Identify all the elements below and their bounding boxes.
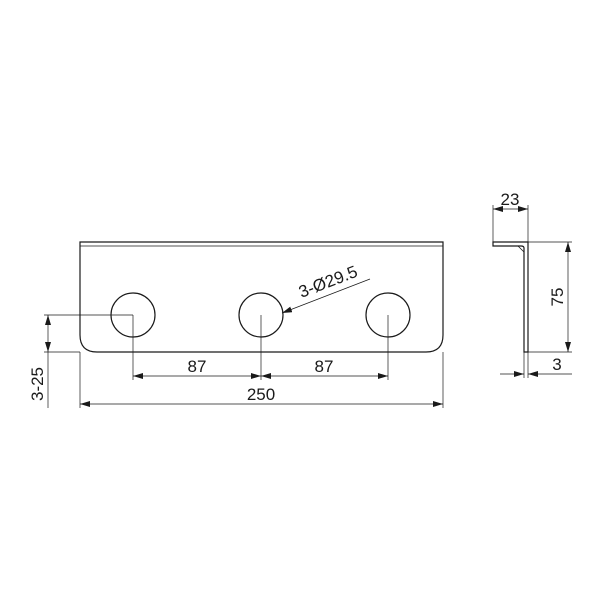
height-label: 75: [548, 288, 567, 307]
spacing-left-label: 87: [188, 357, 207, 376]
thickness-label: 3: [552, 355, 561, 374]
width-label: 250: [247, 385, 275, 404]
edge-offset-label: 3-25: [28, 367, 47, 401]
hole-diameter-label: 3-Ø29.5: [296, 262, 360, 302]
hole-leader-line: [281, 278, 371, 314]
front-view: 87 87 250 3-Ø29.5 3-25: [28, 241, 444, 408]
flange-label: 23: [501, 190, 520, 209]
plate-outline: [79, 241, 444, 353]
bracket-profile: [492, 241, 529, 353]
spacing-right-label: 87: [315, 357, 334, 376]
side-view: 23 75 3: [492, 190, 572, 378]
bend-center-line: [517, 245, 525, 253]
